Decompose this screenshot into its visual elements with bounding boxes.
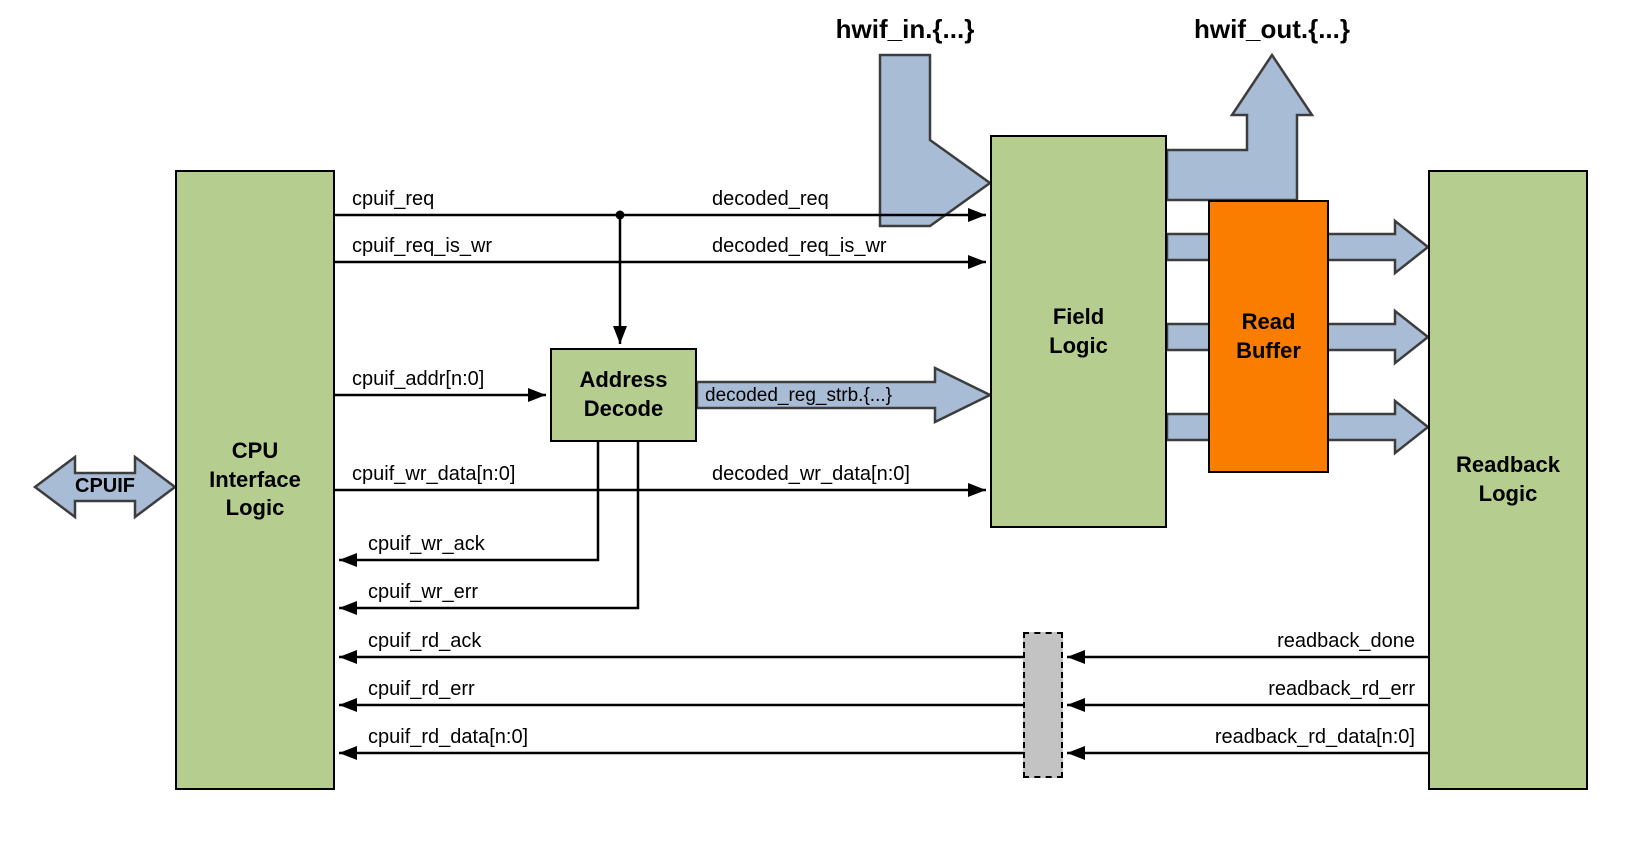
- address-decode-block: Address Decode: [550, 348, 697, 442]
- readback-rd-err-label: readback_rd_err: [1268, 678, 1415, 700]
- decoded-req-label: decoded_req: [712, 188, 829, 210]
- cpuif-wr-err-wire: [339, 442, 640, 615]
- field-logic-block: Field Logic: [990, 135, 1167, 528]
- cpuif-wr-data-label: cpuif_wr_data[n:0]: [352, 463, 516, 485]
- decoded-req-is-wr-label: decoded_req_is_wr: [712, 235, 887, 257]
- cpuif-addr-label: cpuif_addr[n:0]: [352, 368, 485, 390]
- readback-done-label: readback_done: [1277, 630, 1415, 652]
- retiming-stage-block: [1023, 632, 1063, 778]
- readback-logic-label: Readback Logic: [1456, 452, 1560, 506]
- decoded-reg-strb-label: decoded_reg_strb.{...}: [705, 385, 892, 406]
- read-buffer-label: Read Buffer: [1236, 308, 1301, 363]
- hwif-out-arrow: [1165, 52, 1315, 202]
- cpuif-wr-err-label: cpuif_wr_err: [368, 581, 479, 603]
- readback-logic-block: Readback Logic: [1428, 170, 1588, 790]
- cpuif-rd-err-label: cpuif_rd_err: [368, 678, 475, 700]
- hwif-in-arrow: [878, 53, 993, 228]
- decoded-wr-data-label: decoded_wr_data[n:0]: [712, 463, 910, 485]
- read-buffer-block: Read Buffer: [1208, 200, 1329, 473]
- readback-rd-data-label: readback_rd_data[n:0]: [1214, 726, 1415, 748]
- cpuif-wr-ack-wire: [339, 442, 600, 567]
- address-decode-label: Address Decode: [579, 367, 668, 421]
- cpuif-req-label: cpuif_req: [352, 188, 435, 210]
- cpu-interface-logic-block: CPU Interface Logic: [175, 170, 335, 790]
- cpuif-wr-ack-label: cpuif_wr_ack: [368, 533, 485, 555]
- hwif-out-label: hwif_out.{...}: [1194, 14, 1350, 44]
- cpuif-rd-data-label: cpuif_rd_data[n:0]: [368, 726, 529, 748]
- cpuif-req-is-wr-label: cpuif_req_is_wr: [352, 235, 493, 257]
- decoded-reg-strb-arrow: [695, 365, 993, 425]
- field-logic-label: Field Logic: [1049, 303, 1108, 358]
- cpuif-port-label: CPUIF: [75, 475, 135, 497]
- cpu-interface-logic-label: CPU Interface Logic: [209, 438, 301, 521]
- hwif-in-label: hwif_in.{...}: [835, 14, 975, 44]
- cpuif-rd-ack-label: cpuif_rd_ack: [368, 630, 482, 652]
